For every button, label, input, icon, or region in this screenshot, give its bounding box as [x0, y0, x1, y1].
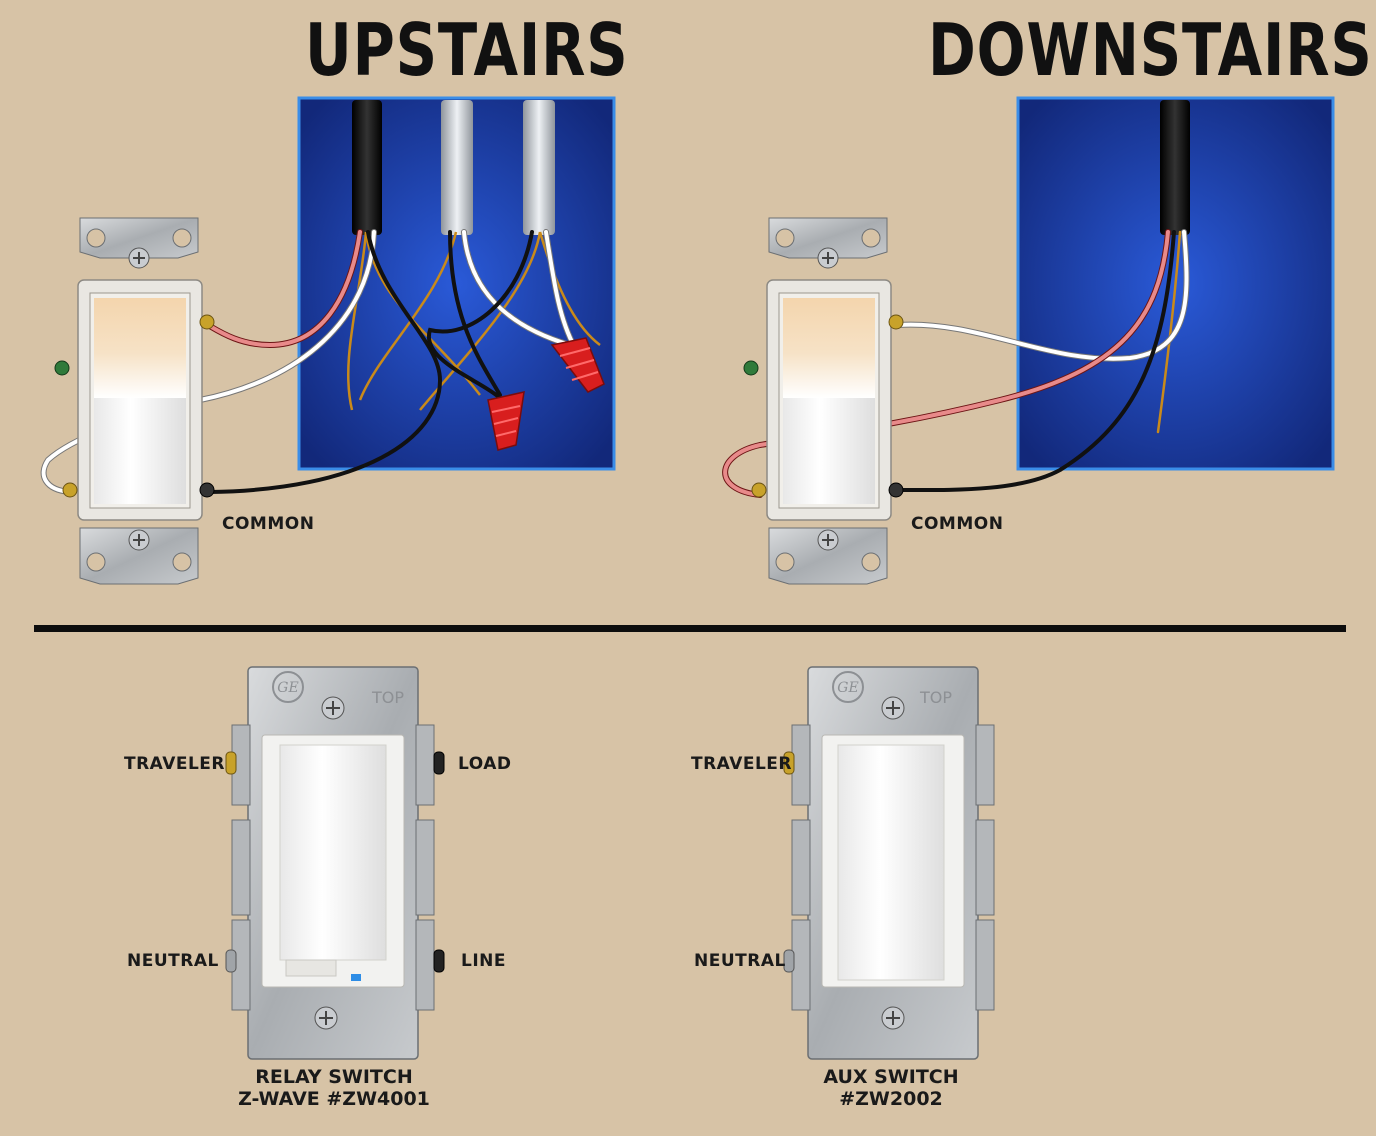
- aux-neutral-terminal: [783, 949, 795, 973]
- aux-caption-line1: AUX SWITCH: [823, 1066, 959, 1088]
- relay-traveler-terminal: [225, 751, 237, 775]
- section-divider: [34, 625, 1346, 632]
- relay-switch-caption: RELAY SWITCH Z-WAVE #ZW4001: [204, 1066, 464, 1110]
- relay-caption-line2: Z-WAVE #ZW4001: [238, 1088, 430, 1110]
- downstairs-title: DOWNSTAIRS: [928, 8, 1373, 92]
- relay-load-label: LOAD: [458, 754, 512, 774]
- relay-switch: GE TOP: [225, 666, 445, 1060]
- status-led: [351, 974, 361, 981]
- aux-switch-caption: AUX SWITCH #ZW2002: [761, 1066, 1021, 1110]
- aux-traveler-label: TRAVELER: [691, 754, 792, 774]
- relay-load-terminal: [433, 751, 445, 775]
- aux-caption-line2: #ZW2002: [839, 1088, 943, 1110]
- aux-switch: GE TOP: [783, 666, 995, 1060]
- aux-paddle: [837, 744, 945, 981]
- upstairs-black-cable-jacket: [352, 100, 382, 235]
- top-mark: TOP: [371, 688, 404, 707]
- terminal-screw-brass: [199, 314, 215, 330]
- upstairs-title: UPSTAIRS: [305, 8, 629, 92]
- downstairs-black-cable-jacket: [1160, 100, 1190, 235]
- ge-logo: [272, 671, 304, 703]
- switch-paddle-top: [94, 298, 186, 398]
- top-mark-aux: TOP: [919, 688, 952, 707]
- upstairs-gray-cable-jacket-1: [441, 100, 473, 235]
- relay-caption-line1: RELAY SWITCH: [255, 1066, 413, 1088]
- ge-logo-text-aux: GE: [837, 680, 858, 696]
- relay-line-label: LINE: [461, 951, 506, 971]
- terminal-screw-brass-2: [62, 482, 78, 498]
- relay-line-terminal: [433, 949, 445, 973]
- terminal-screw-common: [199, 482, 215, 498]
- relay-neutral-terminal: [225, 949, 237, 973]
- ground-screw: [54, 360, 70, 376]
- relay-neutral-label: NEUTRAL: [127, 951, 219, 971]
- ge-logo-text: GE: [277, 680, 298, 696]
- switch-paddle-bottom: [94, 398, 186, 504]
- common-label-downstairs: COMMON: [911, 514, 1004, 534]
- downstairs-switch: [743, 217, 904, 585]
- aux-traveler-terminal: [783, 751, 795, 775]
- relay-paddle: [279, 744, 387, 961]
- upstairs-switch: [54, 217, 215, 585]
- upstairs-gray-cable-jacket-2: [523, 100, 555, 235]
- aux-neutral-label: NEUTRAL: [694, 951, 786, 971]
- upstairs-wire-nuts: [487, 337, 605, 451]
- relay-traveler-label: TRAVELER: [124, 754, 225, 774]
- common-label-upstairs: COMMON: [222, 514, 315, 534]
- downstairs-wires: [722, 229, 1190, 498]
